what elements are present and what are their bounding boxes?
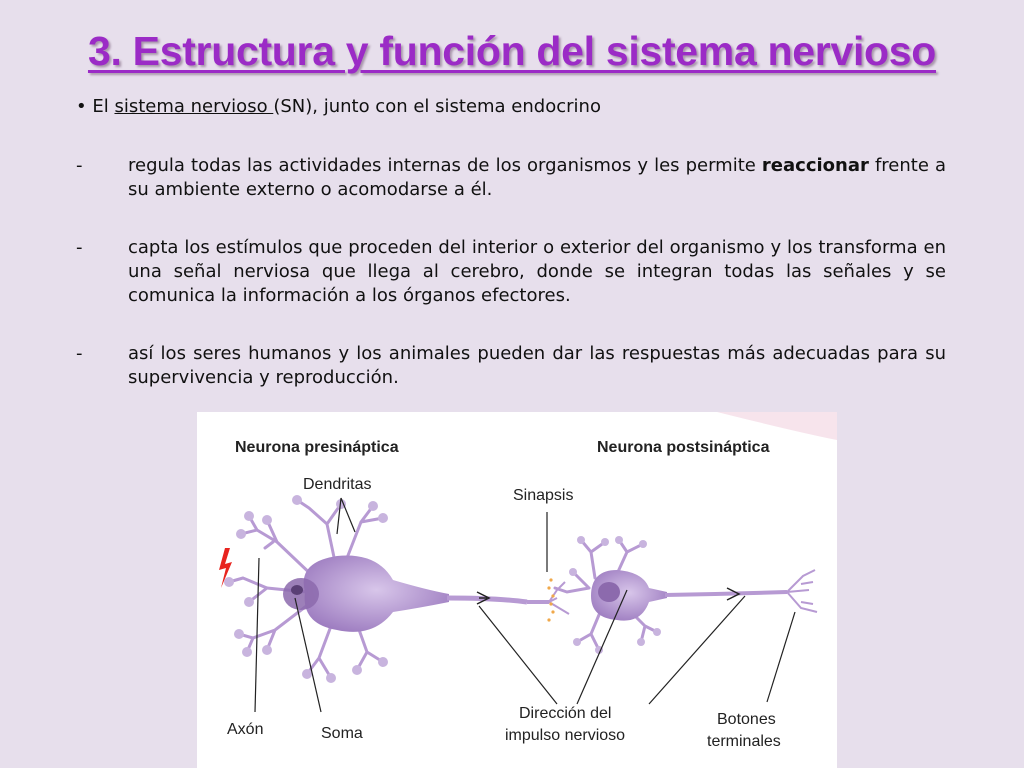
label-postsynaptic: Neurona postsináptica <box>597 439 770 456</box>
label-axon: Axón <box>227 721 263 738</box>
dash: - <box>76 343 83 364</box>
presynaptic-nucleolus <box>291 585 303 595</box>
point-text-end: frente a su ambiente externo o acomodars… <box>128 155 946 200</box>
postsynaptic-nucleus <box>598 582 620 602</box>
point-text: capta los estímulos que proceden del int… <box>128 237 946 306</box>
slide-title: 3. Estructura y función del sistema nerv… <box>87 28 937 74</box>
point-text: así los seres humanos y los animales pue… <box>128 343 946 388</box>
label-direction-line-2: impulso nervioso <box>505 727 625 744</box>
point-text-start: regula todas las actividades internas de… <box>128 155 762 176</box>
point-bold-word: reaccionar <box>761 155 869 176</box>
label-soma: Soma <box>321 725 363 742</box>
pointer-lines <box>254 497 796 713</box>
axon <box>446 595 528 605</box>
presynaptic-dendrite-tips <box>224 495 388 683</box>
direction-arrow-1 <box>476 591 491 605</box>
point-regula: - regula todas las actividades internas … <box>76 154 946 202</box>
presynaptic-soma <box>303 555 449 632</box>
point-capta: - capta los estímulos que proceden del i… <box>76 236 946 308</box>
corner-decoration <box>717 412 837 440</box>
intro-prefix: El <box>92 96 115 117</box>
dash: - <box>76 155 83 176</box>
label-presynaptic: Neurona presináptica <box>235 439 399 456</box>
direction-arrow-2 <box>726 587 741 601</box>
neuron-illustration: Neurona presináptica Neurona postsinápti… <box>219 412 837 750</box>
label-buttons-line-1: Botones <box>717 711 776 728</box>
label-synapse: Sinapsis <box>513 487 573 504</box>
label-direction-line-1: Dirección del <box>519 705 611 722</box>
postsynaptic-axon <box>664 590 788 597</box>
lightning-icon <box>219 548 232 588</box>
sistema-nervioso-link[interactable]: sistema nervioso <box>114 96 274 117</box>
terminal-buttons <box>786 569 818 613</box>
neuron-diagram: Neurona presináptica Neurona postsinápti… <box>197 412 837 768</box>
presynaptic-nucleus <box>283 578 319 610</box>
label-buttons-line-2: terminales <box>707 733 781 750</box>
axon-terminals <box>548 581 570 615</box>
label-dendrites: Dendritas <box>303 476 371 493</box>
bullet: • <box>76 96 87 117</box>
point-text: regula todas las actividades internas de… <box>128 154 946 202</box>
dash: - <box>76 237 83 258</box>
intro-line: • El sistema nervioso (SN), junto con el… <box>76 96 601 117</box>
point-respuestas: - así los seres humanos y los animales p… <box>76 342 946 390</box>
postsynaptic-dendrites <box>553 538 659 652</box>
synapse-dots <box>547 578 555 622</box>
intro-suffix: (SN), junto con el sistema endocrino <box>273 96 601 117</box>
